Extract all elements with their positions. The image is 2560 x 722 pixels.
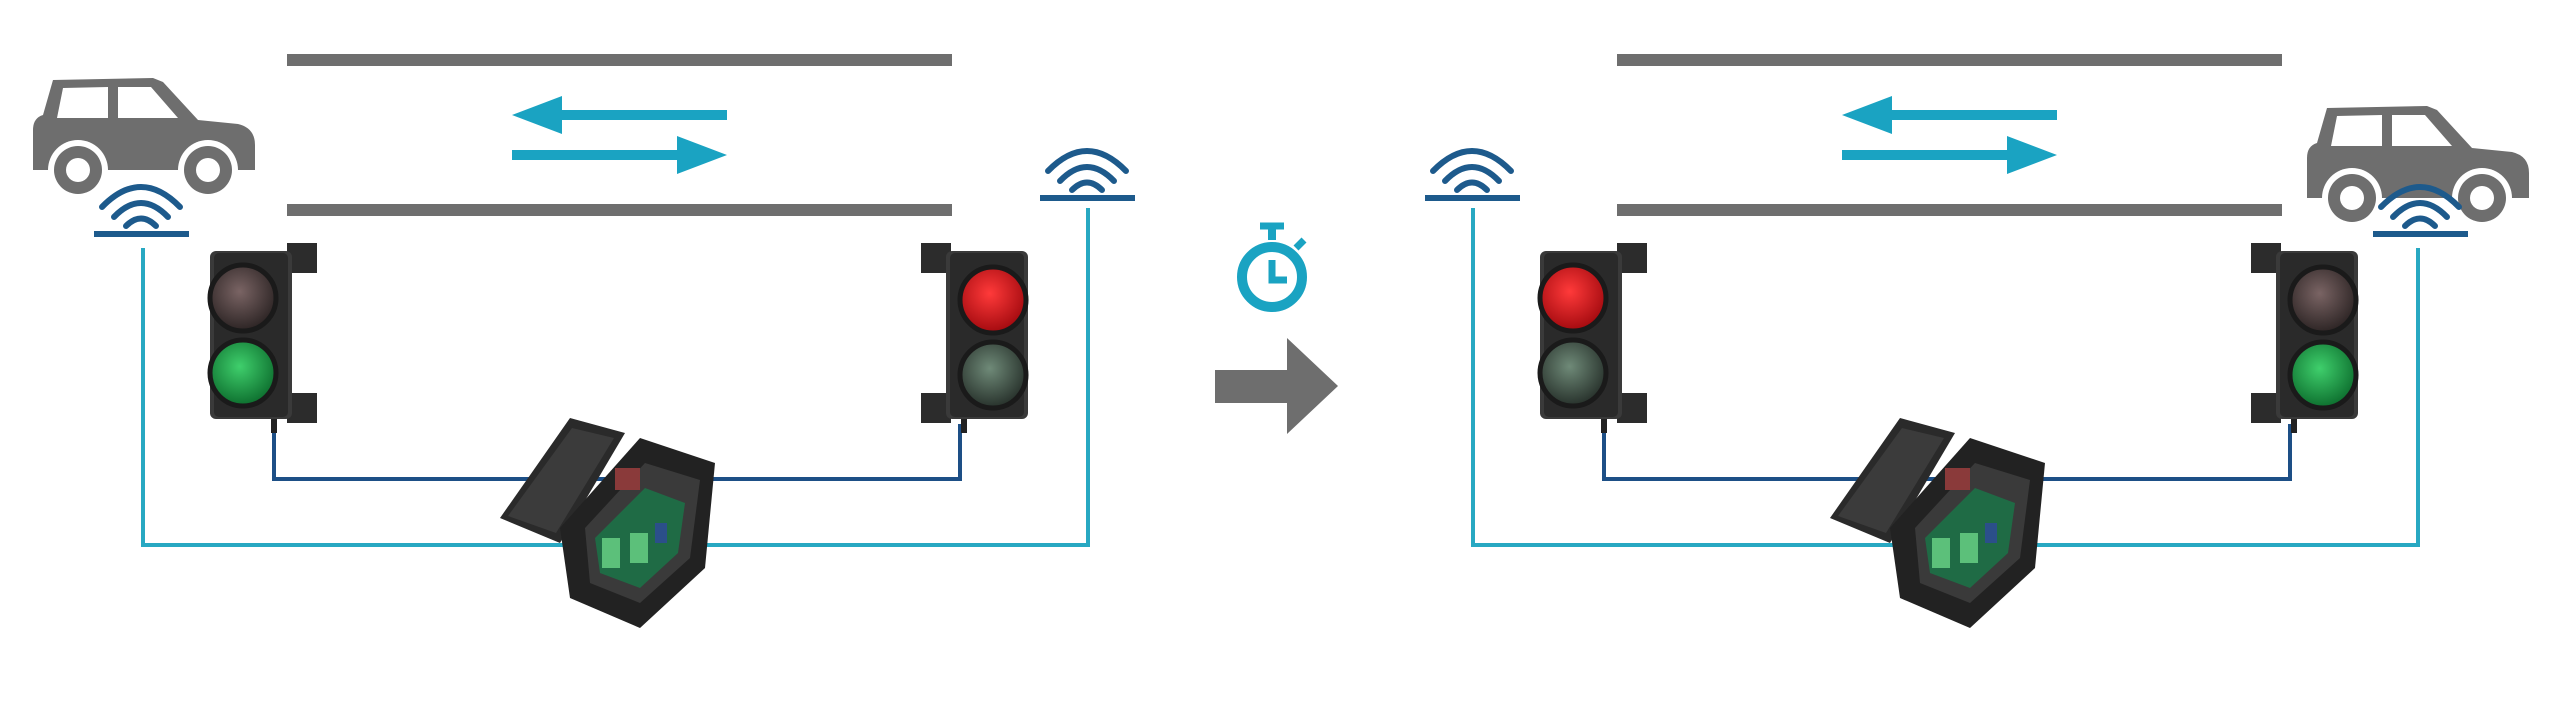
transition-arrow-icon [1215,338,1338,434]
flow-arrow-right-icon [512,136,727,174]
traffic-light-green [2251,243,2358,433]
car-icon [2307,106,2529,228]
control-box-icon [500,418,715,628]
red-lamp-off [207,262,279,334]
sensor-icon [1425,151,1520,198]
green-lamp-on [207,337,279,409]
red-lamp-on [1537,262,1609,334]
state-1-panel [33,54,1135,628]
car-icon [33,78,255,200]
sensor-icon [94,187,189,234]
road-edge-bottom [1617,204,2282,216]
flow-arrow-left-icon [1842,96,2057,134]
red-lamp-off [2287,264,2359,336]
sensor-icon [1040,151,1135,198]
flow-arrow-right-icon [1842,136,2057,174]
green-lamp-off [957,339,1029,411]
road-edge-top [1617,54,2282,66]
traffic-light-red [921,243,1028,433]
flow-arrow-left-icon [512,96,727,134]
green-lamp-off [1537,337,1609,409]
state-2-panel [1425,54,2529,628]
traffic-light-red [1540,243,1647,433]
green-lamp-on [2287,339,2359,411]
road-edge-bottom [287,204,952,216]
traffic-light-green [210,243,317,433]
red-lamp-on [957,264,1029,336]
timer-icon [1237,222,1307,312]
control-box-icon [1830,418,2045,628]
road-edge-top [287,54,952,66]
